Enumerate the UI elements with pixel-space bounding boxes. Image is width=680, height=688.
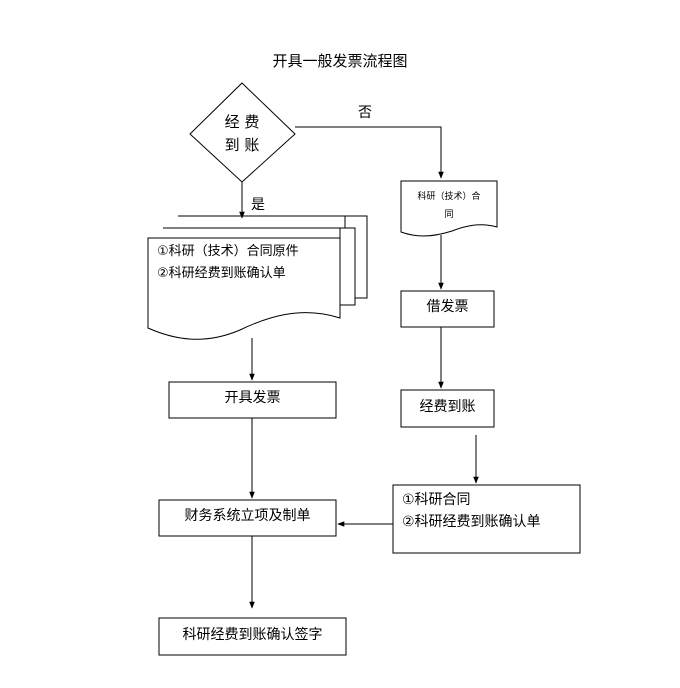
borrow-invoice-label: 借发票 [426,299,469,315]
doc-stack-front [147,237,341,340]
right-docs-item-2: ②科研经费到账确认单 [402,514,541,530]
decision-diamond [189,82,296,183]
issue-invoice-box [168,381,337,419]
contract-label-line2: 同 [444,210,454,220]
decision-label-line1: 经 费 [224,113,260,131]
decision-label-line2: 到 账 [224,136,260,154]
confirm-sign-label: 科研经费到账确认签字 [182,627,323,643]
confirm-sign-box [158,617,347,656]
page-title: 开具一般发票流程图 [272,52,408,70]
finance-setup-box [158,499,337,537]
contract-label-line1: 科研（技术）合 [417,192,481,202]
no-branch-label: 否 [358,105,372,121]
borrow-invoice-box [400,290,495,328]
contract-doc [400,180,498,237]
right-docs-box [392,484,581,554]
left-docs-item-1: ①科研（技术）合同原件 [157,244,299,259]
doc-stack-middle [163,227,356,306]
right-docs-item-1: ①科研合同 [402,492,471,508]
arrow-decision-to-contract [295,126,444,179]
finance-setup-label: 财务系统立项及制单 [184,508,311,524]
left-docs-item-2: ②科研经费到账确认单 [157,266,286,281]
issue-invoice-label: 开具发票 [224,390,281,406]
funds-arrive-box [400,389,495,428]
yes-branch-label: 是 [251,197,265,213]
funds-arrive-label: 经费到账 [419,399,476,415]
